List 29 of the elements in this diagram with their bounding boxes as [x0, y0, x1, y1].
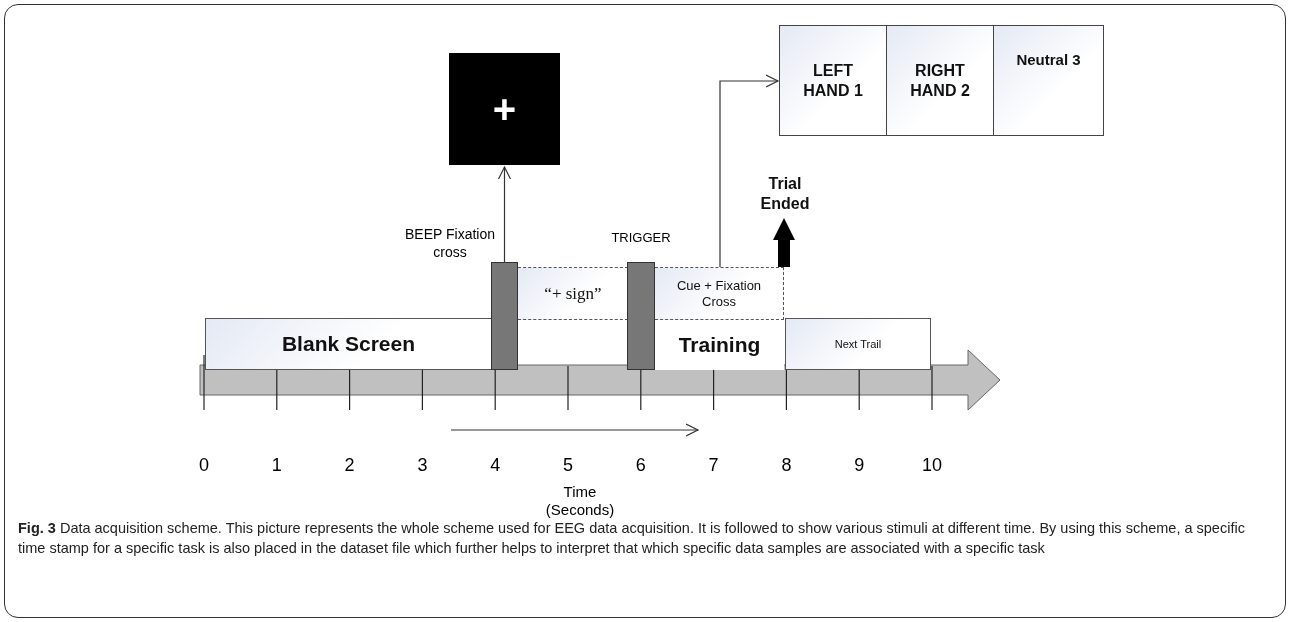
cue-cell: RIGHT HAND 2	[887, 25, 994, 136]
thick-arrow	[773, 218, 795, 267]
beep-bar	[491, 262, 518, 370]
bar-caption: BEEP Fixation cross	[404, 225, 496, 261]
axis-title: Time (Seconds)	[544, 483, 616, 519]
cue-cell: Neutral 3	[994, 25, 1104, 136]
tick-label: 9	[853, 455, 866, 476]
trigger-bar	[627, 262, 655, 370]
interval-box: “+ sign”	[518, 267, 628, 320]
tick-label: 2	[343, 455, 356, 476]
arrow	[497, 166, 512, 263]
phase-box: Next Trail	[785, 318, 931, 370]
bar-caption: TRIGGER	[610, 230, 672, 245]
tick-label: 0	[198, 455, 210, 476]
tick-label: 7	[707, 455, 720, 476]
tick-label: 8	[780, 455, 793, 476]
fixation-screen: +	[449, 53, 560, 165]
tick-label: 6	[634, 455, 647, 476]
tick-label: 5	[562, 455, 574, 476]
phase-box: Blank Screen	[205, 318, 491, 370]
tick-label: 4	[489, 455, 502, 476]
interval-box: Cue + Fixation Cross	[655, 267, 784, 320]
tick-label: 1	[270, 455, 283, 476]
tick-label: 3	[416, 455, 429, 476]
arrow	[719, 74, 779, 268]
figure-caption: Fig. 3 Data acquisition scheme. This picture represents the whole scheme used for EEG data acquisition. It is followed to show various stimuli at different time. By using this scheme, a specific time stamp for a specific task is also placed in the dataset file which further helps to interpret that which specific data samples are associated with a specific task	[18, 519, 1246, 558]
event-text: Trial Ended	[752, 172, 818, 216]
tick-label: 10	[921, 455, 943, 476]
cue-cell: LEFT HAND 1	[779, 25, 887, 136]
